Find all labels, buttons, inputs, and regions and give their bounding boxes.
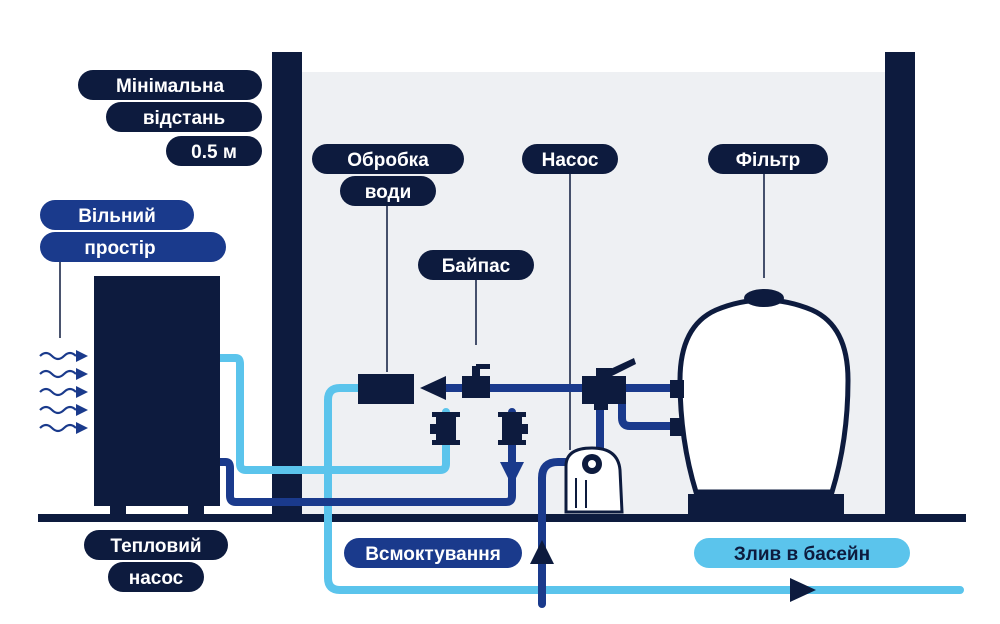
pool-return-label: Злив в басейн	[734, 544, 870, 565]
heat-pump-line1: Тепловий	[110, 536, 201, 557]
left-wall	[272, 52, 302, 518]
min-distance-line3: 0.5 м	[191, 142, 237, 163]
floor-line	[38, 514, 966, 522]
bypass-valve-top	[462, 364, 490, 398]
min-distance-line1: Мінімальна	[116, 76, 224, 97]
free-space-line1: Вільний	[78, 206, 156, 227]
water-treatment-line2: води	[365, 182, 412, 203]
filter-label: Фільтр	[736, 150, 801, 171]
label-water-treatment: Обробка води	[312, 144, 464, 206]
heat-pump-foot-right	[188, 504, 204, 514]
heat-pump-line2: насос	[129, 568, 184, 589]
label-suction: Всмоктування	[344, 538, 522, 568]
free-space-line2: простір	[84, 238, 155, 259]
water-treatment-unit	[358, 374, 414, 404]
label-pool-return: Злив в басейн	[694, 538, 910, 568]
pump-label: Насос	[542, 150, 599, 171]
flow-arrow-icon	[420, 376, 816, 602]
water-treatment-line1: Обробка	[347, 150, 429, 171]
bypass-label: Байпас	[442, 256, 511, 277]
right-wall	[885, 52, 915, 518]
label-filter: Фільтр	[708, 144, 828, 174]
heat-pump-unit	[94, 276, 220, 506]
min-distance-line2: відстань	[143, 108, 225, 129]
light-blue-pipes	[216, 354, 964, 594]
multiport-valve	[582, 358, 636, 410]
label-heat-pump: Тепловий насос	[84, 530, 228, 592]
label-free-space: Вільний простір	[40, 200, 226, 262]
heat-pump-foot-left	[110, 504, 126, 514]
filter-tank	[670, 289, 851, 514]
label-pump: Насос	[522, 144, 618, 174]
leader-lines	[59, 172, 765, 450]
bypass-valve-left	[430, 412, 460, 445]
suction-label: Всмоктування	[365, 544, 501, 565]
bypass-valve-right	[498, 412, 528, 445]
pump	[564, 446, 624, 514]
airflow-waves-icon	[39, 350, 88, 434]
label-bypass: Байпас	[418, 250, 534, 280]
label-min-distance: Мінімальна відстань 0.5 м	[78, 70, 262, 166]
